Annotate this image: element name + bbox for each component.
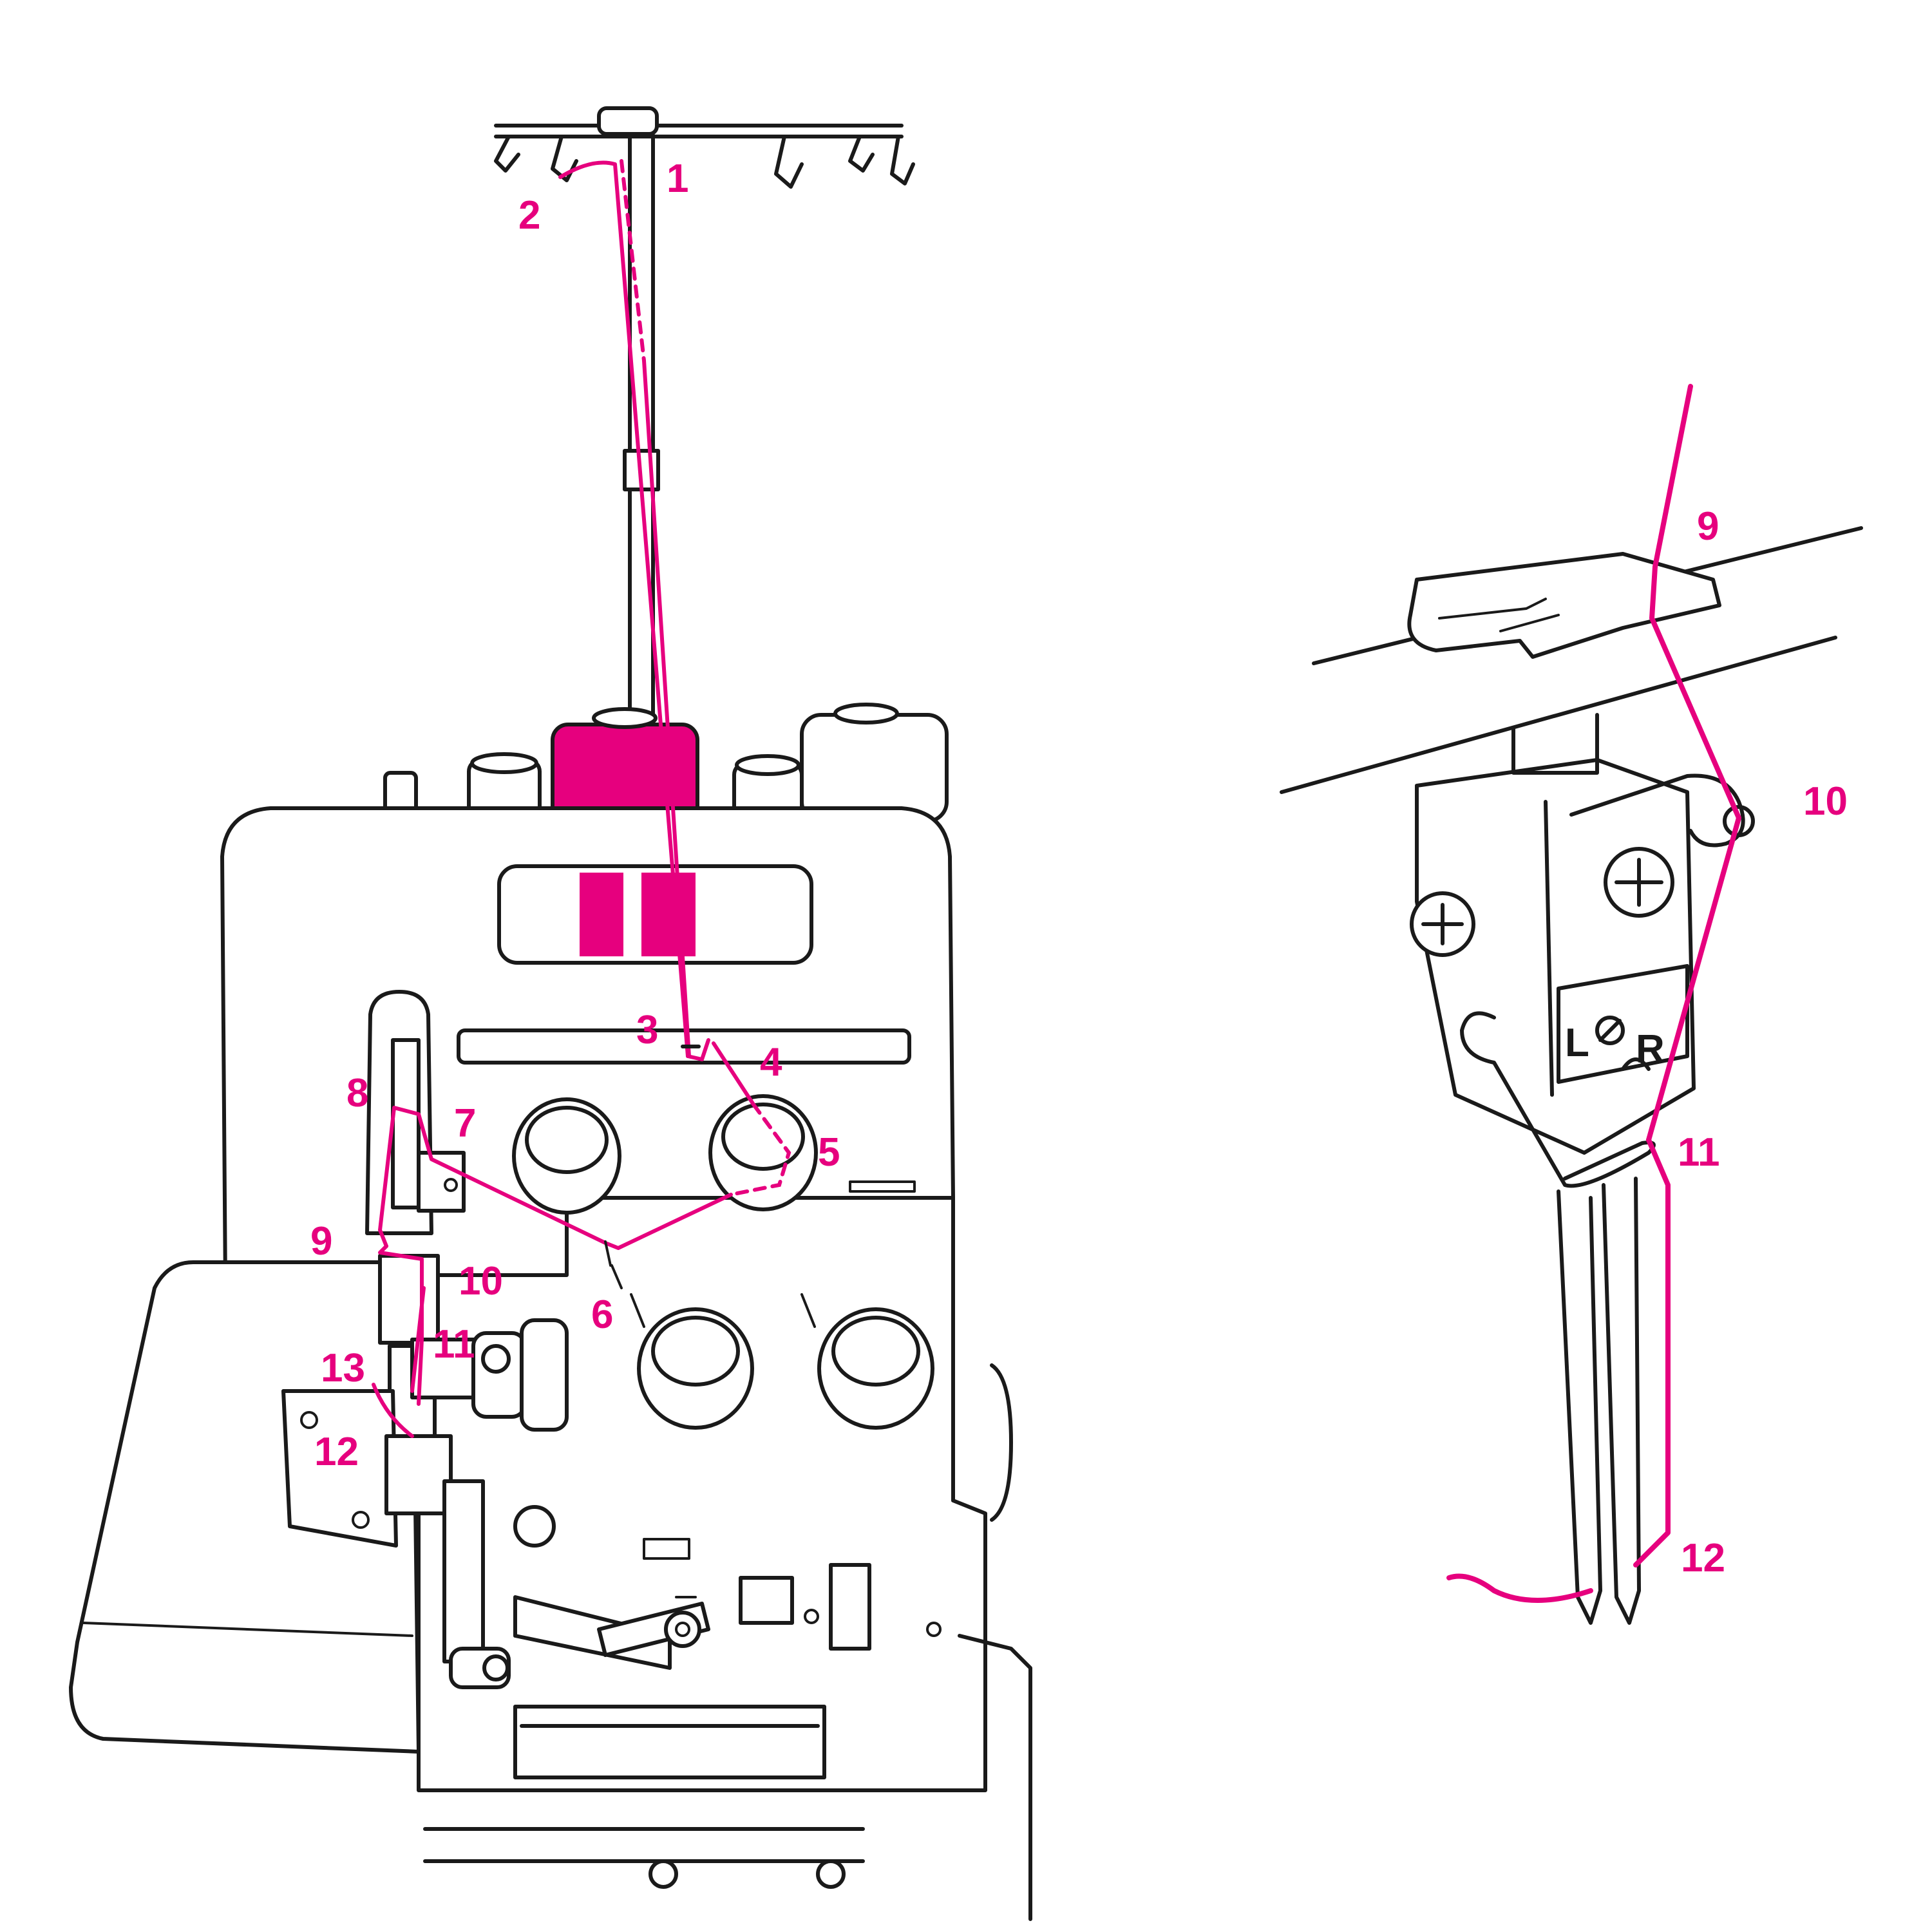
upper-tension-dials bbox=[512, 1094, 818, 1215]
callout-4: 4 bbox=[760, 1040, 782, 1084]
callout-11: 11 bbox=[433, 1322, 475, 1367]
lower-tension-dials bbox=[637, 1307, 934, 1430]
detail-figure-callouts: 9 10 11 12 bbox=[1678, 504, 1848, 1580]
callout-8: 8 bbox=[346, 1071, 368, 1115]
callout-10: 10 bbox=[459, 1259, 503, 1303]
callout-9: 9 bbox=[310, 1219, 332, 1264]
needle-thread-path bbox=[1446, 384, 1741, 1603]
callout-2: 2 bbox=[518, 193, 540, 238]
machine-free-arm bbox=[69, 1260, 421, 1754]
detail-callout-11: 11 bbox=[1678, 1130, 1720, 1175]
callout-13: 13 bbox=[321, 1346, 365, 1390]
thread-guide-10 bbox=[1569, 773, 1745, 848]
callout-6: 6 bbox=[591, 1293, 613, 1337]
detail-callout-10: 10 bbox=[1803, 779, 1848, 824]
overlock-machine-illustration bbox=[69, 106, 1032, 1921]
front-cover-details bbox=[423, 1264, 942, 1889]
callout-3: 3 bbox=[636, 1008, 658, 1052]
needle-marking-right: R bbox=[1636, 1027, 1665, 1072]
callout-1: 1 bbox=[667, 156, 688, 201]
needle-right bbox=[1602, 1177, 1641, 1625]
callout-7: 7 bbox=[454, 1101, 476, 1146]
upper-thread-path bbox=[372, 159, 791, 1438]
needle-left bbox=[1557, 1189, 1602, 1625]
needle-bar-thread-guide bbox=[1407, 552, 1721, 659]
detail-callout-9: 9 bbox=[1697, 504, 1719, 549]
machine-front-body bbox=[417, 1196, 987, 1792]
thread-guide-bar bbox=[494, 106, 915, 189]
callout-12: 12 bbox=[314, 1430, 359, 1474]
thread-cones bbox=[383, 703, 949, 826]
needle-detail-illustration: L R bbox=[1280, 384, 1863, 1625]
detail-callout-12: 12 bbox=[1681, 1536, 1725, 1580]
needle-thread-guide-assembly bbox=[281, 990, 710, 1689]
main-figure-callouts: 1 2 3 4 5 6 7 8 9 10 11 12 13 bbox=[310, 156, 840, 1474]
callout-5: 5 bbox=[818, 1130, 840, 1175]
needle-marking-left: L bbox=[1565, 1021, 1589, 1065]
needle-clamp bbox=[1415, 758, 1696, 1155]
